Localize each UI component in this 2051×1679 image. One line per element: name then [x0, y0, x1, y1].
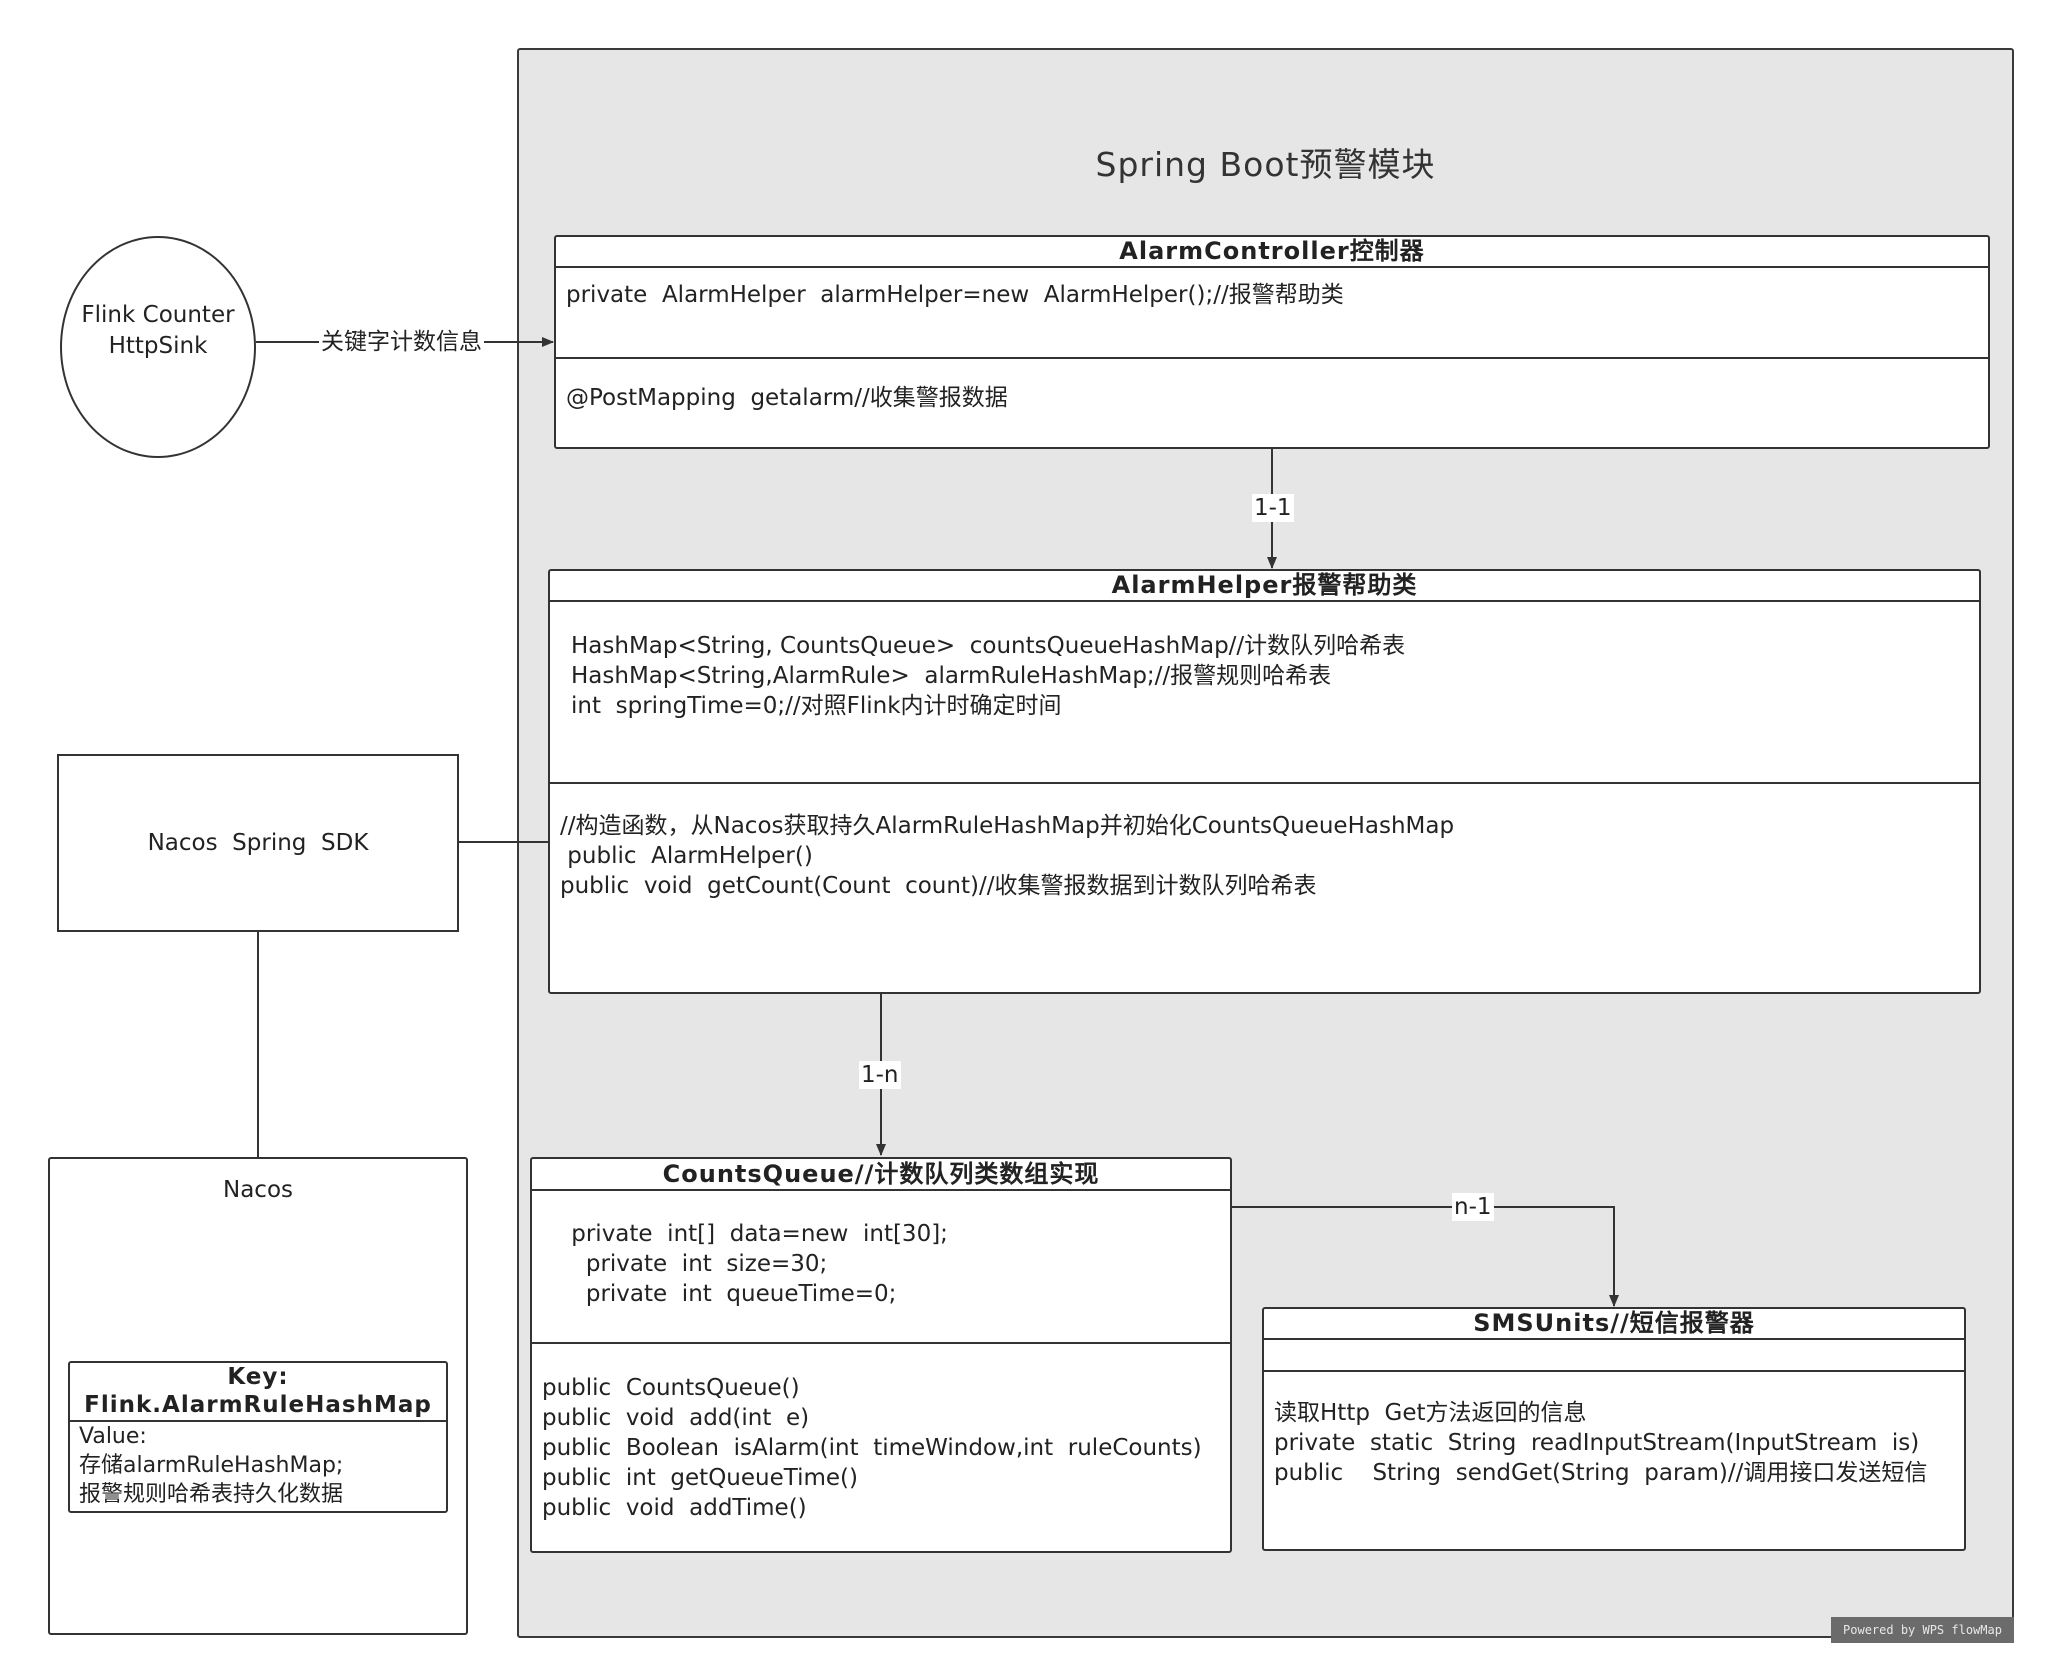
alarm-controller-attributes: private AlarmHelper alarmHelper=new Alar…: [556, 280, 1988, 310]
queue-attribute: private int[] data=new int[30];: [542, 1221, 948, 1247]
helper-method: public AlarmHelper(): [560, 843, 813, 869]
queue-attribute: private int queueTime=0;: [542, 1281, 897, 1307]
alarm-helper-attributes: HashMap<String, CountsQueue> countsQueue…: [550, 631, 1979, 721]
sms-units-attributes-empty: [1264, 1340, 1964, 1370]
alarm-helper-class: AlarmHelper报警帮助类 HashMap<String, CountsQ…: [548, 569, 1981, 994]
helper-attribute: HashMap<String, CountsQueue> countsQueue…: [571, 633, 1406, 659]
flink-label-line2: HttpSink: [108, 333, 208, 359]
nacos-key-line1: Key:: [227, 1364, 289, 1390]
nacos-title: Nacos: [223, 1177, 293, 1203]
alarm-helper-title: AlarmHelper报警帮助类: [550, 571, 1979, 602]
sms-method: public String sendGet(String param)//调用接…: [1274, 1460, 1928, 1486]
alarm-controller-methods: @PostMapping getalarm//收集警报数据: [556, 357, 1988, 413]
controller-attribute: private AlarmHelper alarmHelper=new Alar…: [566, 282, 1344, 308]
nacos-spring-sdk-node: Nacos Spring SDK: [57, 754, 459, 932]
sms-method: 读取Http Get方法返回的信息: [1274, 1400, 1587, 1426]
sms-method: private static String readInputStream(In…: [1274, 1430, 1920, 1456]
queue-method: public Boolean isAlarm(int timeWindow,in…: [542, 1435, 1202, 1461]
edge-queue-to-sms: [1232, 1206, 1619, 1307]
edge-label-keyword-count: 关键字计数信息: [319, 328, 484, 356]
panel-title: Spring Boot预警模块: [1095, 145, 1436, 184]
alarm-controller-class: AlarmController控制器 private AlarmHelper a…: [554, 235, 1990, 449]
helper-method: //构造函数，从Nacos获取持久AlarmRuleHashMap并初始化Cou…: [560, 813, 1455, 839]
flink-counter-httpsink-node: Flink Counter HttpSink: [60, 236, 256, 458]
queue-attribute: private int size=30;: [542, 1251, 828, 1277]
queue-method: public void addTime(): [542, 1495, 807, 1521]
sms-units-title: SMSUnits//短信报警器: [1264, 1309, 1964, 1340]
alarm-helper-methods: //构造函数，从Nacos获取持久AlarmRuleHashMap并初始化Cou…: [550, 782, 1979, 901]
edge-label-1-1: 1-1: [1252, 494, 1294, 522]
counts-queue-attributes: private int[] data=new int[30]; private …: [532, 1219, 1230, 1309]
queue-method: public void add(int e): [542, 1405, 810, 1431]
sms-units-methods: 读取Http Get方法返回的信息 private static String …: [1264, 1370, 1964, 1488]
nacos-value-line: 报警规则哈希表持久化数据: [79, 1482, 344, 1507]
queue-method: public CountsQueue(): [542, 1375, 800, 1401]
nacos-value-section: Value: 存储alarmRuleHashMap; 报警规则哈希表持久化数据: [79, 1422, 343, 1509]
counts-queue-methods: public CountsQueue() public void add(int…: [532, 1342, 1230, 1523]
helper-attribute: HashMap<String,AlarmRule> alarmRuleHashM…: [571, 663, 1332, 689]
nacos-key-header: Key: Flink.AlarmRuleHashMap: [70, 1363, 446, 1422]
counts-queue-class: CountsQueue//计数队列类数组实现 private int[] dat…: [530, 1157, 1232, 1553]
nacos-value-line: Value:: [79, 1424, 147, 1449]
sms-units-class: SMSUnits//短信报警器 读取Http Get方法返回的信息 privat…: [1262, 1307, 1966, 1551]
queue-method: public int getQueueTime(): [542, 1465, 858, 1491]
nacos-sdk-label: Nacos Spring SDK: [147, 830, 369, 856]
flink-label-line1: Flink Counter: [81, 302, 235, 328]
alarm-controller-title: AlarmController控制器: [556, 237, 1988, 268]
wps-watermark: Powered by WPS flowMap: [1831, 1617, 2014, 1643]
nacos-value-line: 存储alarmRuleHashMap;: [79, 1453, 344, 1478]
helper-attribute: int springTime=0;//对照Flink内计时确定时间: [571, 693, 1062, 719]
edge-label-1-n: 1-n: [859, 1061, 901, 1089]
nacos-key-entry: Key: Flink.AlarmRuleHashMap Value: 存储ala…: [68, 1361, 448, 1513]
edge-label-n-1: n-1: [1452, 1193, 1494, 1221]
helper-method: public void getCount(Count count)//收集警报数…: [560, 873, 1317, 899]
controller-method: @PostMapping getalarm//收集警报数据: [566, 385, 1008, 411]
nacos-key-line2: Flink.AlarmRuleHashMap: [84, 1392, 432, 1418]
nacos-node: Nacos Key: Flink.AlarmRuleHashMap Value:…: [48, 1157, 468, 1635]
counts-queue-title: CountsQueue//计数队列类数组实现: [532, 1159, 1230, 1191]
